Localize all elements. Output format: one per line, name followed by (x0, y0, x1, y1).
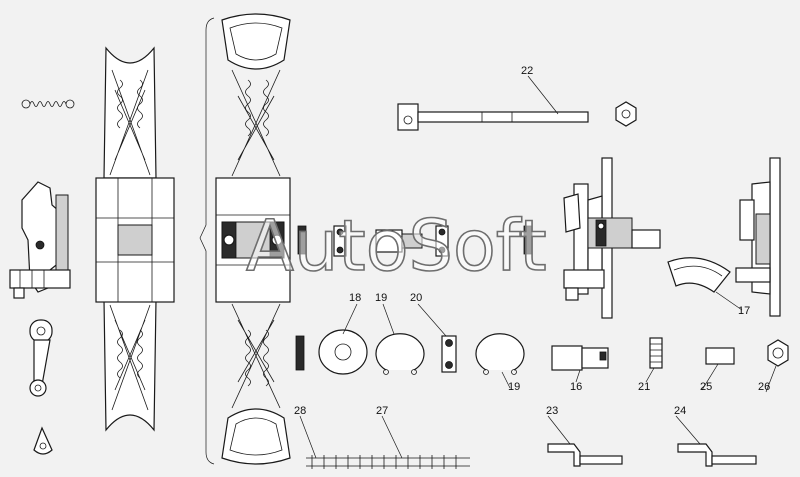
label-17: 17 (738, 305, 750, 317)
label-19a: 19 (375, 292, 387, 304)
label-18: 18 (349, 292, 361, 304)
tension-spring (21, 99, 75, 109)
l-bolt-24 (677, 443, 757, 467)
crank-link (29, 319, 53, 397)
right-hub-assembly (563, 157, 661, 319)
axle-bolt-22 (397, 101, 637, 131)
leader-lines (299, 75, 777, 459)
label-26: 26 (758, 381, 770, 393)
label-22: 22 (521, 65, 533, 77)
label-24: 24 (674, 405, 686, 417)
axle-parts-row (297, 225, 533, 257)
chain-27 (306, 455, 470, 469)
label-28: 28 (294, 405, 306, 417)
l-bolt-23 (547, 443, 623, 467)
label-19b: 19 (508, 381, 520, 393)
label-21: 21 (638, 381, 650, 393)
hex-nut-26 (767, 339, 789, 367)
label-20: 20 (410, 292, 422, 304)
bearing-20 (441, 335, 457, 373)
label-23: 23 (546, 405, 558, 417)
label-16: 16 (570, 381, 582, 393)
left-hub-assembly (9, 181, 71, 299)
center-wheel (215, 13, 291, 465)
watermark-text: AutoSoft (246, 205, 547, 287)
left-wheel (95, 46, 175, 432)
tab-plate (33, 426, 53, 455)
snap-ring-19a (375, 333, 425, 375)
label-25: 25 (700, 381, 712, 393)
sector-plate-17 (667, 257, 731, 293)
label-27: 27 (376, 405, 388, 417)
far-right-hub (735, 157, 781, 317)
washer-18 (295, 329, 368, 375)
spring-pin-21 (649, 337, 663, 369)
block-25 (705, 347, 735, 365)
snap-ring-19b (475, 333, 525, 375)
sleeve-16 (551, 345, 609, 371)
assembly-bracket (199, 17, 215, 465)
